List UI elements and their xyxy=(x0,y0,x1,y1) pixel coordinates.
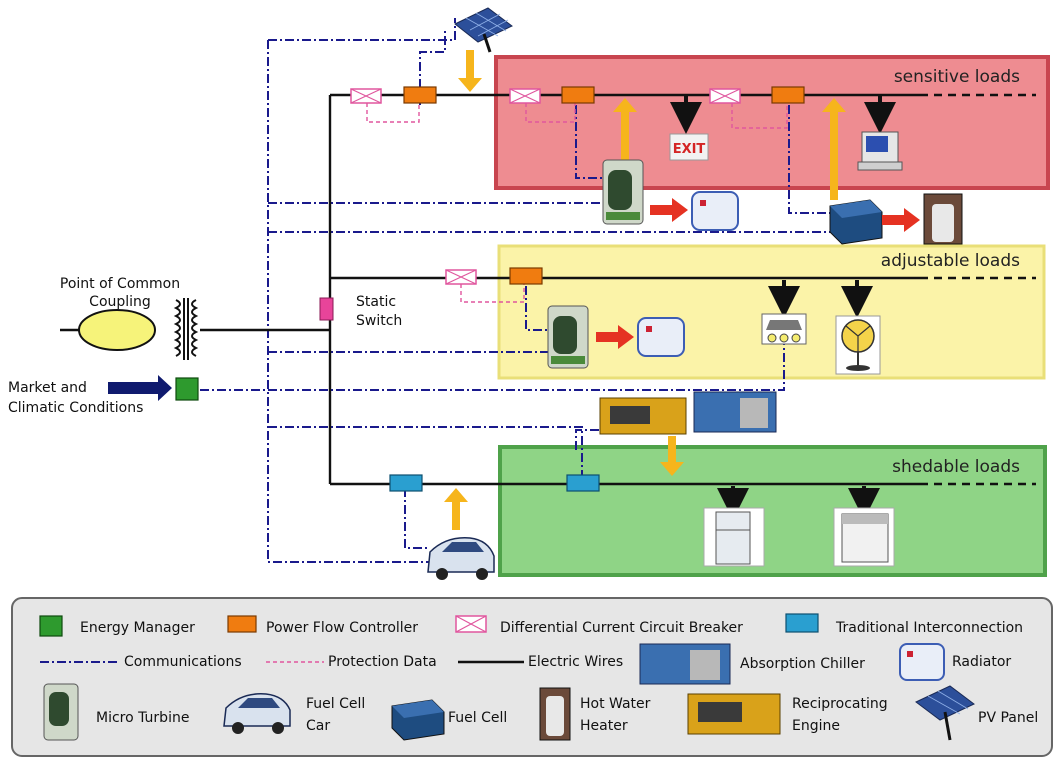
computer-icon xyxy=(857,131,903,171)
legend-fuel-cell-car-line1: Fuel Cell xyxy=(306,696,365,712)
market-label-line1: Market and xyxy=(8,380,87,396)
legend-hot-water-line2: Heater xyxy=(580,718,628,734)
protection-data-lines xyxy=(366,103,788,303)
legend-power-flow-controller: Power Flow Controller xyxy=(266,620,418,636)
dccb-sensitive-2 xyxy=(509,88,541,104)
utility-grid-ellipse xyxy=(78,309,156,351)
legend: Energy Manager Power Flow Controller Dif… xyxy=(11,597,1053,757)
sensitive-loads-title: sensitive loads xyxy=(894,67,1020,87)
communications-lines xyxy=(200,18,832,563)
legend-traditional-interconnection: Traditional Interconnection xyxy=(835,620,1023,636)
legend-energy-manager: Energy Manager xyxy=(80,620,195,636)
traditional-interconnection-2 xyxy=(566,474,600,492)
legend-pv-panel-icon xyxy=(915,685,975,741)
heat-arrow-icon-2 xyxy=(882,208,920,232)
pv-panel-icon xyxy=(454,7,513,53)
legend-electric-wires: Electric Wires xyxy=(528,654,623,670)
legend-absorption-chiller: Absorption Chiller xyxy=(740,656,865,672)
legend-ti-swatch xyxy=(785,613,819,633)
sensitive-loads-zone: sensitive loads xyxy=(494,55,1050,190)
transformer-icon xyxy=(173,298,199,360)
micro-turbine-icon xyxy=(602,159,644,225)
legend-micro-turbine-icon xyxy=(43,683,79,741)
legend-protection-data: Protection Data xyxy=(328,654,437,670)
radiator-icon-2 xyxy=(637,317,685,357)
legend-micro-turbine: Micro Turbine xyxy=(96,710,189,726)
fuel-cell-car-icon xyxy=(427,537,495,580)
legend-fuel-cell-icon xyxy=(391,699,445,741)
washing-machine-icon xyxy=(833,507,895,567)
traditional-interconnection-1 xyxy=(389,474,423,492)
adjustable-loads-title: adjustable loads xyxy=(881,251,1020,271)
pcc-label-line1: Point of Common xyxy=(60,276,180,292)
mt-flow-arrow-icon xyxy=(613,98,637,160)
pv-flow-arrow-icon xyxy=(458,50,482,92)
legend-fuel-cell: Fuel Cell xyxy=(448,710,507,726)
legend-radiator: Radiator xyxy=(952,654,1011,670)
heat-arrow-icon-3 xyxy=(596,325,634,349)
dccb-adjustable xyxy=(445,269,477,285)
fc-flow-arrow-icon xyxy=(822,98,846,200)
legend-fuel-cell-car-line2: Car xyxy=(306,718,330,734)
static-switch-label-line1: Static xyxy=(356,294,396,310)
heat-arrow-icon xyxy=(650,198,688,222)
legend-reciprocating-engine-icon xyxy=(687,693,781,735)
static-switch: Static Switch xyxy=(319,294,402,329)
radiator-icon xyxy=(691,191,739,231)
legend-absorption-chiller-icon xyxy=(639,643,731,685)
legend-radiator-icon xyxy=(899,643,945,681)
exit-sign-text: EXIT xyxy=(673,142,706,157)
legend-recip-line1: Reciprocating xyxy=(792,696,888,712)
absorption-chiller-icon xyxy=(693,391,777,433)
pfc-sensitive-2 xyxy=(561,86,595,104)
micro-turbine-icon-2 xyxy=(547,305,589,369)
ceiling-light-icon xyxy=(761,313,807,345)
point-of-common-coupling: Point of Common Coupling xyxy=(60,276,199,360)
reciprocating-engine-icon xyxy=(599,397,687,435)
legend-pfc-swatch xyxy=(227,615,257,633)
pfc-adjustable xyxy=(509,267,543,285)
shedable-loads-zone: shedable loads xyxy=(498,445,1047,577)
legend-pv-panel: PV Panel xyxy=(978,710,1038,726)
dccb-sensitive-1 xyxy=(350,88,382,104)
legend-energy-manager-swatch xyxy=(39,615,63,637)
shedable-loads-title: shedable loads xyxy=(892,457,1020,477)
market-conditions: Market and Climatic Conditions xyxy=(8,375,172,416)
fuel-cell-icon xyxy=(829,199,883,245)
fan-icon xyxy=(835,315,881,375)
static-switch-label-line2: Switch xyxy=(356,313,402,329)
legend-communications: Communications xyxy=(124,654,242,670)
legend-hot-water-line1: Hot Water xyxy=(580,696,651,712)
pfc-sensitive-1 xyxy=(403,86,437,104)
legend-fuel-cell-car-icon xyxy=(223,693,291,734)
car-flow-arrow-icon xyxy=(444,488,468,530)
refrigerator-icon xyxy=(703,507,765,567)
market-input-arrow-icon xyxy=(108,375,172,401)
hot-water-heater-icon xyxy=(923,193,963,245)
energy-manager xyxy=(175,377,199,401)
exit-sign-icon: EXIT xyxy=(669,133,709,161)
legend-recip-line2: Engine xyxy=(792,718,840,734)
legend-hot-water-heater-icon xyxy=(539,687,571,741)
pfc-sensitive-3 xyxy=(771,86,805,104)
legend-dccb-swatch xyxy=(455,615,487,633)
pcc-label-line2: Coupling xyxy=(89,294,151,310)
dccb-sensitive-3 xyxy=(709,88,741,104)
legend-dccb: Differential Current Circuit Breaker xyxy=(500,620,743,636)
market-label-line2: Climatic Conditions xyxy=(8,400,143,416)
engine-flow-arrow-icon xyxy=(660,436,684,476)
